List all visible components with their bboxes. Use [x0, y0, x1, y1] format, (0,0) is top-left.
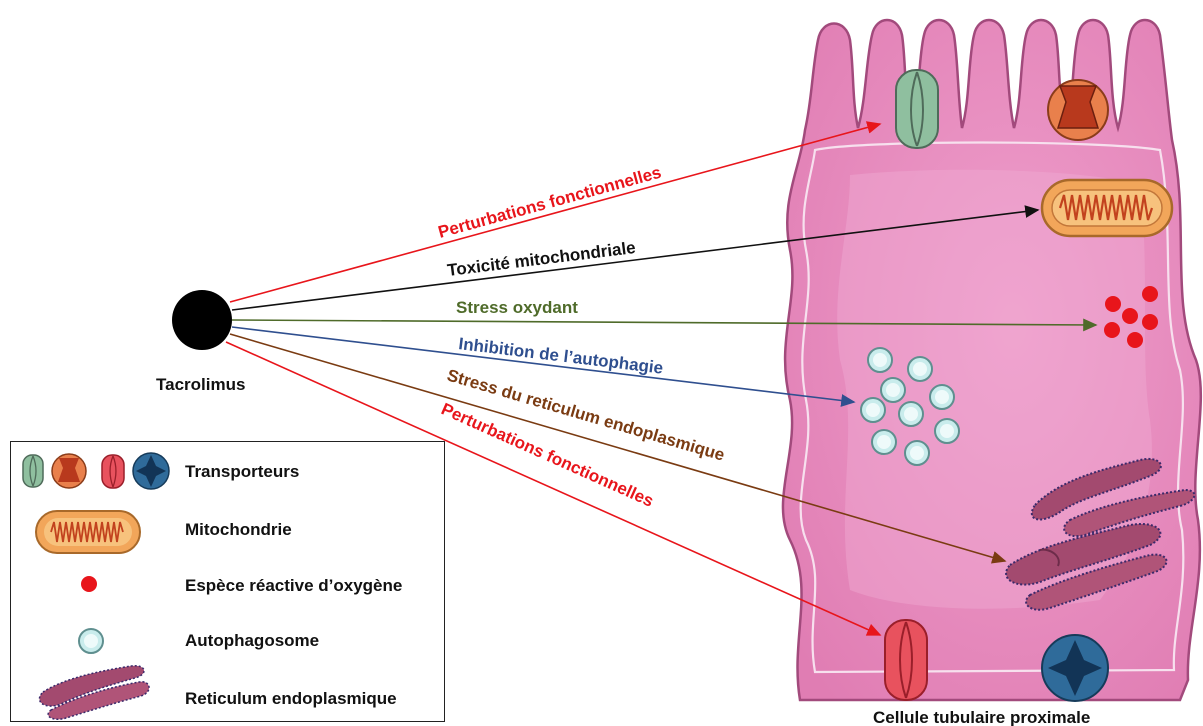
ros-dot	[1142, 286, 1158, 302]
ros-dot	[1127, 332, 1143, 348]
ros-dot	[1105, 296, 1121, 312]
mitochondria-icon	[1042, 180, 1172, 236]
legend-label-ros: Espèce réactive d’oxygène	[185, 576, 402, 596]
ros-dot	[1142, 314, 1158, 330]
transporter-green-icon	[896, 70, 938, 148]
effect-label-functional-top: Perturbations fonctionnelles	[436, 163, 663, 242]
tacrolimus-dot	[172, 290, 232, 350]
arrow-autophagy	[232, 327, 854, 402]
tacrolimus-label: Tacrolimus	[156, 375, 245, 394]
mitochondria-legend-icon	[36, 511, 140, 553]
er-legend-icon	[39, 666, 149, 720]
effect-label-autophagy: Inhibition de l’autophagie	[458, 334, 665, 378]
effect-label-mitochondrial: Toxicité mitochondriale	[446, 238, 636, 280]
legend-label-autophagosome: Autophagosome	[185, 631, 319, 651]
transporter-orange-icon	[1048, 80, 1108, 140]
legend-label-mitochondria: Mitochondrie	[185, 520, 292, 540]
ros-dot	[1122, 308, 1138, 324]
autophagosome-legend-icon	[79, 629, 103, 653]
transporter-blue-icon	[1042, 635, 1108, 701]
ros-dot	[1104, 322, 1120, 338]
proximal-tubular-cell	[783, 20, 1201, 700]
arrow-functional-top	[230, 124, 880, 302]
legend-icons	[11, 442, 171, 721]
legend-label-er: Reticulum endoplasmique	[185, 689, 397, 709]
legend-label-transporters: Transporteurs	[185, 462, 299, 482]
transporters-icon	[23, 453, 169, 489]
ros-legend-icon	[81, 576, 97, 592]
effect-label-er-stress: Stress du reticulum endoplasmique	[445, 366, 727, 465]
cell-label: Cellule tubulaire proximale	[873, 708, 1090, 726]
effect-label-oxidative: Stress oxydant	[456, 298, 578, 317]
transporter-red-icon	[885, 620, 927, 700]
legend: Transporteurs Mitochondrie Espèce réacti…	[10, 441, 445, 722]
